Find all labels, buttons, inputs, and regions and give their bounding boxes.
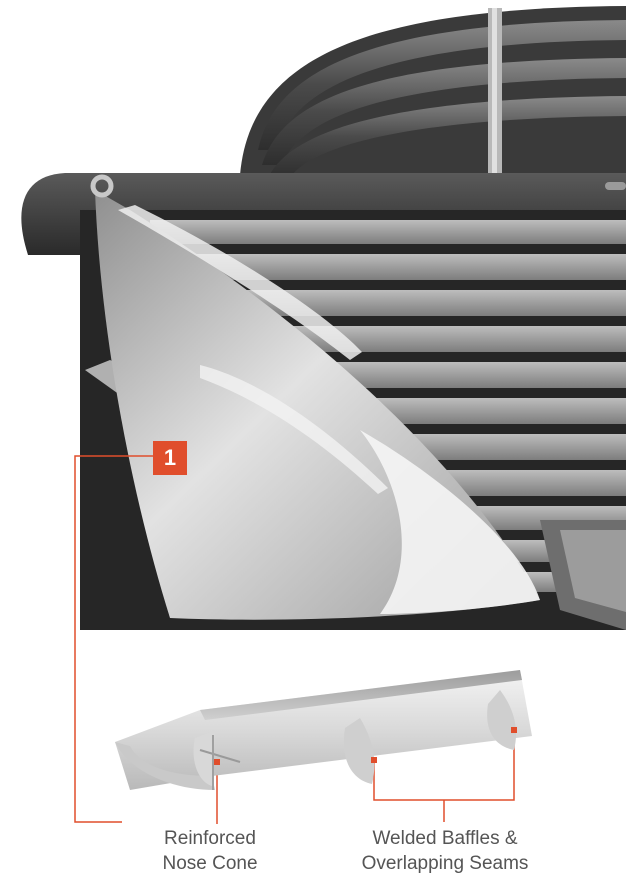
dot-baffle-2 <box>511 727 517 733</box>
pontoon-cutaway <box>115 670 532 790</box>
baffles-label: Welded Baffles & Overlapping Seams <box>330 826 560 876</box>
dot-nose-cone <box>214 759 220 765</box>
callout-dots <box>214 727 517 765</box>
nose-cone-label-line2: Nose Cone <box>162 853 258 874</box>
baffle-1 <box>343 718 375 784</box>
dot-baffle-1 <box>371 757 377 763</box>
baffle-2 <box>487 690 517 750</box>
baffles-label-line2: Overlapping Seams <box>361 853 529 874</box>
nose-cone-label-line1: Reinforced <box>164 828 256 849</box>
upper-ring-stack <box>240 6 626 178</box>
pontoon-nose-cone <box>90 174 540 620</box>
leader-line-callout <box>74 455 153 823</box>
baffles-label-line1: Welded Baffles & <box>372 828 518 849</box>
callout-number-badge: 1 <box>153 441 187 475</box>
nose-cone-label: Reinforced Nose Cone <box>140 826 280 876</box>
